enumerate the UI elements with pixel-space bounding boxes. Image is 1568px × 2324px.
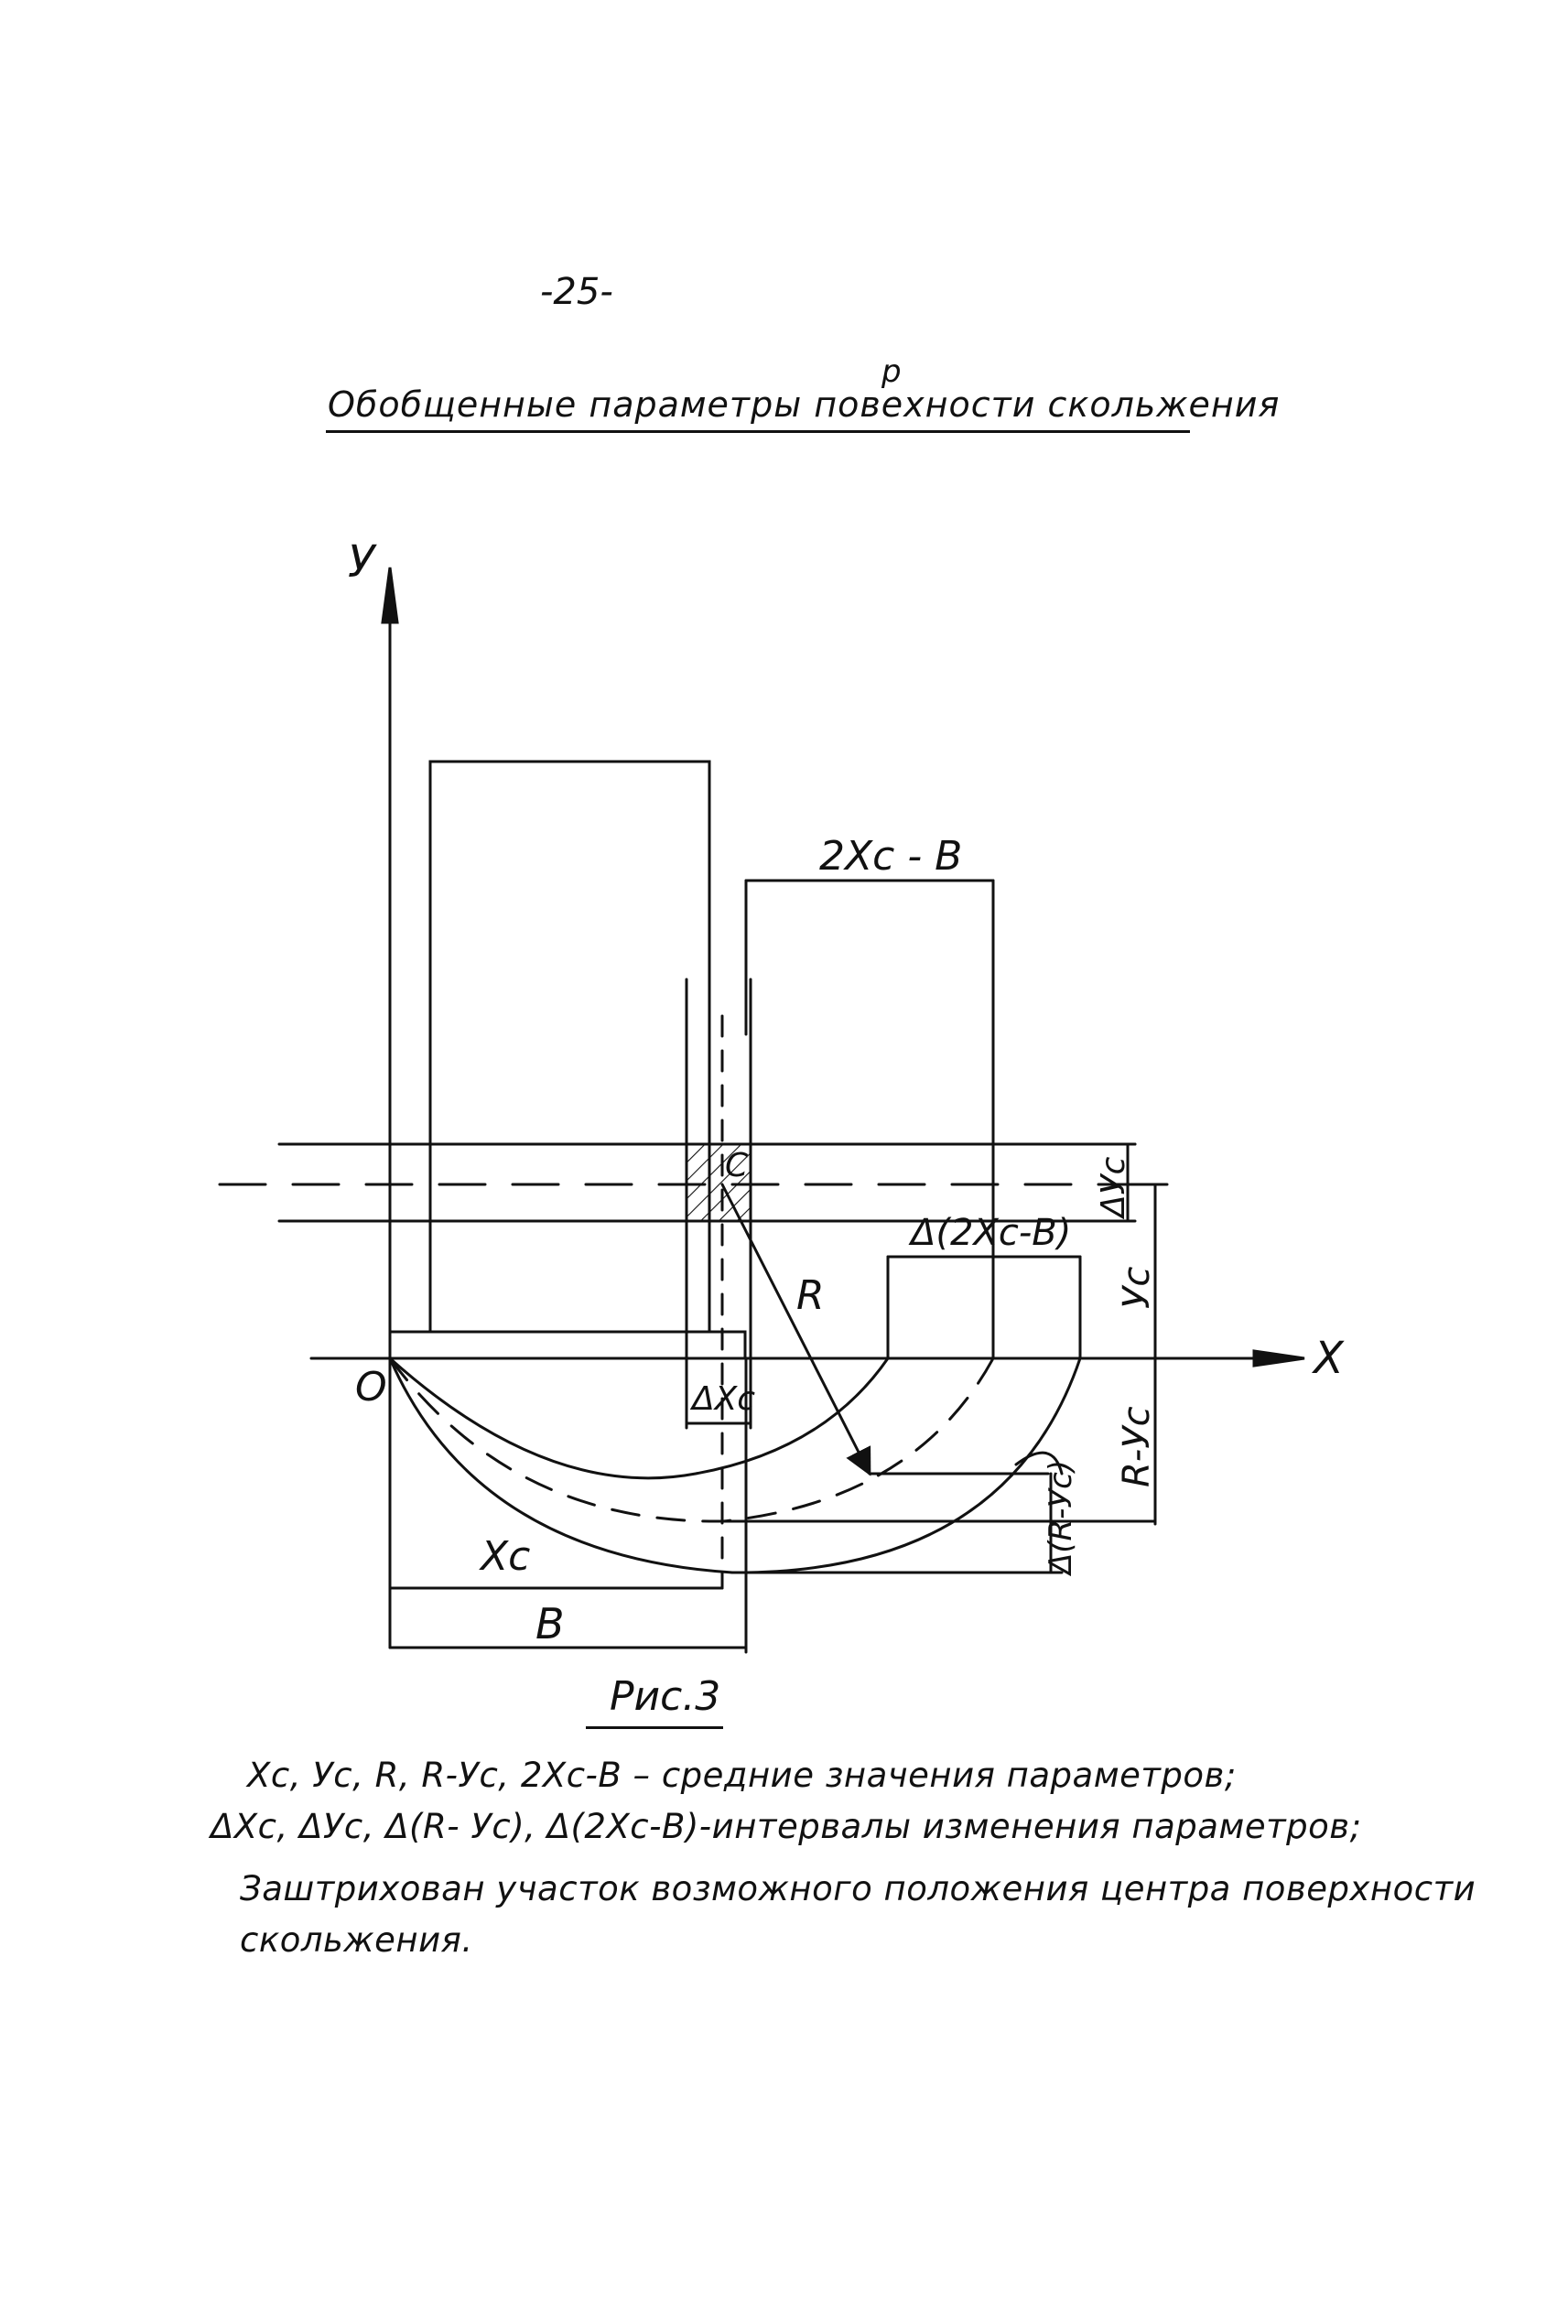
slope-block-outline <box>428 760 711 1334</box>
origin-label: О <box>355 1364 387 1411</box>
legend-line-1: Xc, Уc, R, R-Уc, 2Xc-B – средние значени… <box>247 1756 1237 1795</box>
radius-label: R <box>796 1272 825 1319</box>
x-axis-arrow <box>1252 1349 1305 1367</box>
label-b: B <box>535 1599 565 1648</box>
axis-y-label: У <box>348 536 377 588</box>
label-delta-r-yc: Δ(R-Уc) <box>1043 1460 1079 1577</box>
label-xc: Xc <box>479 1533 530 1580</box>
label-r-yc: R-Уc <box>1116 1406 1158 1487</box>
label-delta-yc: ΔУc <box>1095 1156 1132 1220</box>
page-number: -25- <box>540 271 613 313</box>
center-hatched-region <box>686 1143 752 1222</box>
legend-line-4: скольжения. <box>240 1920 473 1960</box>
figure-caption: Рис.3 <box>610 1673 721 1720</box>
y-axis-arrow <box>381 567 399 624</box>
label-yc: Уc <box>1116 1267 1158 1309</box>
label-delta-xc: ΔXc <box>689 1380 755 1418</box>
title-correction-mark: р <box>881 353 902 390</box>
delta-r-yc-hook <box>1014 1451 1064 1475</box>
legend-line-3: Заштрихован участок возможного положения… <box>240 1869 1476 1908</box>
title-underline <box>326 430 1190 433</box>
legend-line-2: ΔXc, ΔУc, Δ(R- Уc), Δ(2Xc-B)-интервалы и… <box>211 1807 1362 1846</box>
page-title: Обобщенные параметры повехности скольжен… <box>328 384 1281 425</box>
inner-arc <box>388 1357 890 1480</box>
center-label: С <box>725 1147 749 1184</box>
figure-caption-underline <box>586 1726 723 1729</box>
label-2xc-b: 2Xc - B <box>819 833 962 880</box>
base-plate <box>388 1330 747 1360</box>
label-delta-2xc-b: Δ(2Xc-B) <box>908 1212 1071 1254</box>
radius-line <box>720 1183 871 1476</box>
axis-x-label: X <box>1311 1333 1345 1384</box>
